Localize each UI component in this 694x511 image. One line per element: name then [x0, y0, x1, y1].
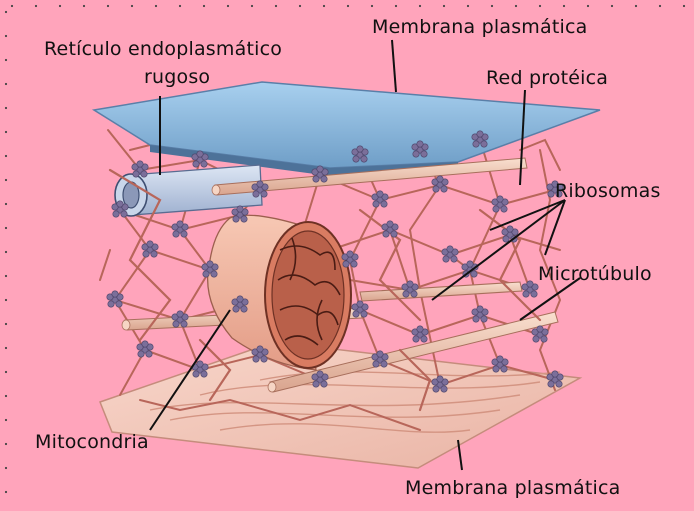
- border-dot: [227, 5, 229, 7]
- label-ribosomas: Ribosomas: [555, 182, 661, 201]
- border-dot: [35, 5, 37, 7]
- border-dot: [5, 347, 7, 349]
- label-reticulo-line2: rugoso: [144, 68, 210, 87]
- label-mitocondria: Mitocondria: [35, 433, 149, 452]
- border-dot: [5, 107, 7, 109]
- border-dot: [107, 5, 109, 7]
- border-dot: [5, 419, 7, 421]
- label-membrana-plasmatica-top: Membrana plasmática: [372, 18, 587, 37]
- border-dot: [59, 5, 61, 7]
- border-dot: [5, 59, 7, 61]
- border-dot: [5, 35, 7, 37]
- border-dot: [539, 5, 541, 7]
- border-dot: [587, 5, 589, 7]
- border-dot: [347, 5, 349, 7]
- border-dot: [635, 5, 637, 7]
- border-dot: [251, 5, 253, 7]
- border-dot: [683, 5, 685, 7]
- border-dot: [203, 5, 205, 7]
- label-microtubulo: Microtúbulo: [538, 265, 652, 284]
- label-red-proteica: Red protéica: [486, 69, 608, 88]
- border-dot: [419, 5, 421, 7]
- border-dot: [11, 5, 13, 7]
- border-dot: [299, 5, 301, 7]
- border-dot: [5, 179, 7, 181]
- border-dot: [275, 5, 277, 7]
- border-dot: [179, 5, 181, 7]
- border-dot: [5, 275, 7, 277]
- border-dot: [5, 491, 7, 493]
- border-dot: [155, 5, 157, 7]
- label-membrana-plasmatica-bottom: Membrana plasmática: [405, 479, 620, 498]
- border-dot: [5, 11, 7, 13]
- border-dot: [5, 323, 7, 325]
- border-dot: [5, 83, 7, 85]
- border-dot: [515, 5, 517, 7]
- border-dot: [659, 5, 661, 7]
- border-dot: [5, 395, 7, 397]
- border-dot: [83, 5, 85, 7]
- border-dot: [563, 5, 565, 7]
- border-dot: [5, 251, 7, 253]
- border-dot: [5, 203, 7, 205]
- border-dot: [5, 443, 7, 445]
- border-dot: [5, 467, 7, 469]
- border-dot: [491, 5, 493, 7]
- border-dot: [467, 5, 469, 7]
- border-dot: [5, 299, 7, 301]
- border-dot: [443, 5, 445, 7]
- border-dot: [5, 131, 7, 133]
- border-dot: [611, 5, 613, 7]
- border-dot: [5, 371, 7, 373]
- border-dot: [323, 5, 325, 7]
- border-dot: [5, 227, 7, 229]
- border-dot: [131, 5, 133, 7]
- label-reticulo-line1: Retículo endoplasmático: [44, 40, 282, 59]
- border-dot: [5, 155, 7, 157]
- border-dot: [371, 5, 373, 7]
- border-dot: [395, 5, 397, 7]
